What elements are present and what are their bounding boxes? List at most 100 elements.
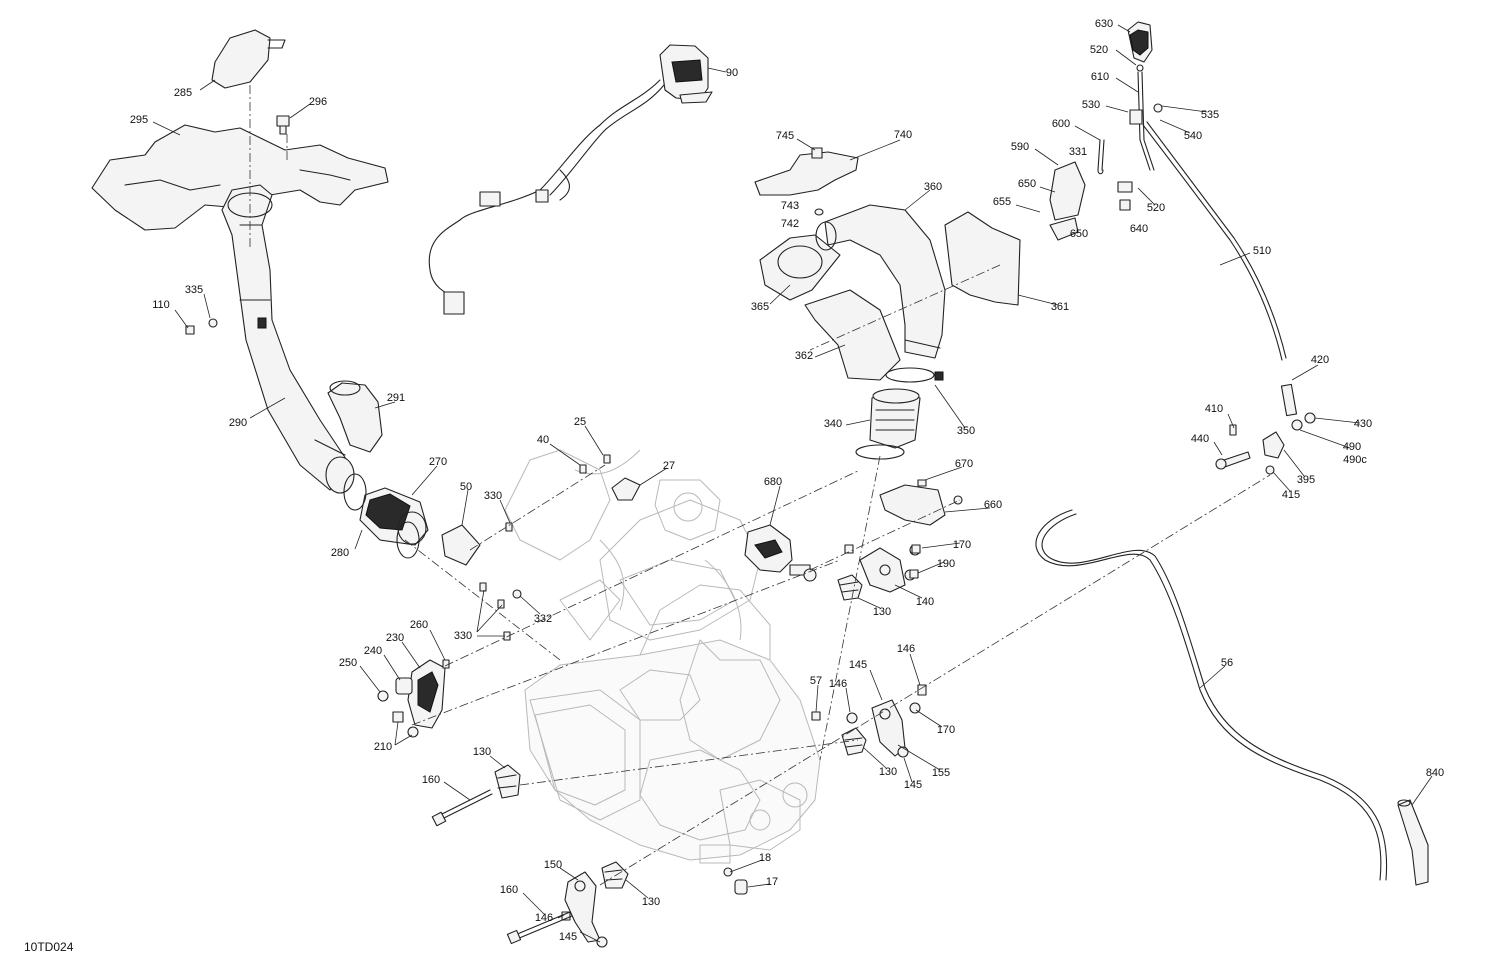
callout-110: 110 [152, 299, 170, 311]
part-660-bracket [879, 479, 963, 526]
part-90-harness [428, 44, 713, 315]
callout-340: 340 [824, 418, 842, 430]
callout-650: 650 [1018, 178, 1036, 190]
callout-535: 535 [1201, 109, 1219, 121]
callout-296: 296 [309, 96, 327, 108]
part-130-isolator-b [494, 764, 521, 799]
callout-330: 330 [484, 490, 502, 502]
callout-490: 490 [1343, 441, 1361, 453]
callout-650: 650 [1070, 228, 1088, 240]
callout-743: 743 [781, 200, 799, 212]
callout-150: 150 [544, 859, 562, 871]
callout-510: 510 [1253, 245, 1271, 257]
callout-362: 362 [795, 350, 813, 362]
callout-155: 155 [932, 767, 950, 779]
part-285-cap [211, 29, 286, 89]
callout-330: 330 [454, 630, 472, 642]
callout-210: 210 [374, 741, 392, 753]
callout-610: 610 [1091, 71, 1109, 83]
part-130-isolator-d [601, 861, 629, 889]
part-130-isolator-a [837, 574, 863, 601]
part-296-bolt [276, 115, 290, 135]
callout-145: 145 [559, 931, 577, 943]
callout-420: 420 [1311, 354, 1329, 366]
part-130-isolator-c [841, 727, 867, 756]
callout-285: 285 [174, 87, 192, 99]
callout-520: 520 [1147, 202, 1165, 214]
callout-640: 640 [1130, 223, 1148, 235]
callout-360: 360 [924, 181, 942, 193]
callout-160: 160 [422, 774, 440, 786]
part-610-shift-lever [1129, 71, 1287, 361]
callout-655: 655 [993, 196, 1011, 208]
callout-40: 40 [537, 434, 549, 446]
callout-240: 240 [364, 645, 382, 657]
callout-50: 50 [460, 481, 472, 493]
part-280-clamps [343, 473, 420, 559]
callout-130: 130 [879, 766, 897, 778]
callout-335: 335 [185, 284, 203, 296]
callout-140: 140 [916, 596, 934, 608]
callout-295: 295 [130, 114, 148, 126]
part-260-mount [377, 659, 450, 738]
callout-160: 160 [500, 884, 518, 896]
callout-130: 130 [473, 746, 491, 758]
callout-395: 395 [1297, 474, 1315, 486]
part-360-duct [815, 204, 946, 359]
callout-230: 230 [386, 632, 404, 644]
part-395-bracket [1215, 424, 1285, 475]
callout-440: 440 [1191, 433, 1209, 445]
callout-27: 27 [663, 460, 675, 472]
part-600-spring [1097, 139, 1105, 175]
callout-90: 90 [726, 67, 738, 79]
callout-742: 742 [781, 218, 799, 230]
callout-540: 540 [1184, 130, 1202, 142]
part-362-shield [804, 289, 901, 381]
callout-56: 56 [1221, 657, 1233, 669]
callout-170: 170 [953, 539, 971, 551]
part-740-bracket [754, 147, 859, 216]
part-17-18-fittings [723, 867, 748, 895]
callout-430: 430 [1354, 418, 1372, 430]
part-840-tube [1397, 799, 1429, 886]
callout-350: 350 [957, 425, 975, 437]
callout-146: 146 [829, 678, 847, 690]
callout-365: 365 [751, 301, 769, 313]
callout-190: 190 [937, 558, 955, 570]
callout-520: 520 [1090, 44, 1108, 56]
callout-57: 57 [810, 675, 822, 687]
callout-600: 600 [1052, 118, 1070, 130]
callout-415: 415 [1282, 489, 1300, 501]
callout-840: 840 [1426, 767, 1444, 779]
callout-130: 130 [873, 606, 891, 618]
callout-17: 17 [766, 876, 778, 888]
callout-361: 361 [1051, 301, 1069, 313]
callout-leader-lines [152, 24, 1433, 943]
part-290-intake-tube [221, 184, 355, 494]
callout-290: 290 [229, 417, 247, 429]
callout-670: 670 [955, 458, 973, 470]
part-150-mount [561, 871, 608, 948]
callout-146: 146 [535, 912, 553, 924]
callout-145: 145 [904, 779, 922, 791]
part-590-bracket [1049, 161, 1086, 241]
callout-745: 745 [776, 130, 794, 142]
callout-130: 130 [642, 896, 660, 908]
part-365-flange [759, 234, 841, 301]
callout-530: 530 [1082, 99, 1100, 111]
callout-146: 146 [897, 643, 915, 655]
callout-740: 740 [894, 129, 912, 141]
callout-170: 170 [937, 724, 955, 736]
callout-291: 291 [387, 392, 405, 404]
part-680-bracket [744, 524, 817, 582]
part-270-coupler [359, 487, 429, 546]
callout-630: 630 [1095, 18, 1113, 30]
part-340-filter [855, 367, 944, 460]
callout-490c: 490c [1343, 454, 1367, 466]
part-291-duct [327, 380, 383, 453]
engine-ghost-outline [504, 449, 821, 864]
part-640-connector [1117, 181, 1133, 211]
part-110-335-fasteners [185, 318, 218, 335]
callout-331: 331 [1069, 146, 1087, 158]
callout-250: 250 [339, 657, 357, 669]
